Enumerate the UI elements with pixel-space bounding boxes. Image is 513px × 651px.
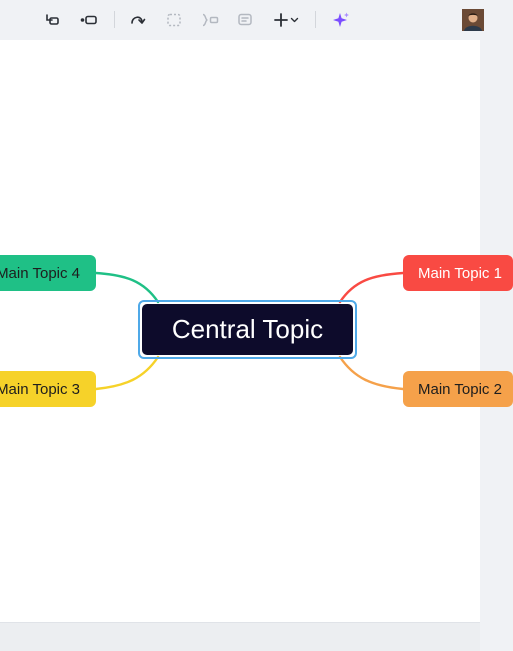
- insert-subtopic-icon[interactable]: [43, 8, 61, 32]
- central-topic[interactable]: Central Topic: [142, 304, 353, 355]
- ai-sparkle-icon[interactable]: [331, 8, 351, 32]
- add-menu-button[interactable]: [272, 8, 302, 32]
- avatar[interactable]: [462, 9, 484, 31]
- boundary-icon[interactable]: [165, 8, 183, 32]
- note-icon[interactable]: [236, 8, 254, 32]
- toolbar-separator: [315, 11, 316, 28]
- connector-topic-2: [338, 355, 405, 391]
- main-topic-3[interactable]: Main Topic 3: [0, 371, 96, 407]
- connector-topic-1: [338, 271, 405, 304]
- main-topic-4[interactable]: Main Topic 4: [0, 255, 96, 291]
- relationship-icon[interactable]: [129, 8, 147, 32]
- connector-topic-3: [94, 355, 160, 391]
- toolbar: [0, 0, 484, 40]
- connector-topic-4: [94, 271, 160, 304]
- bottom-status-bar: [0, 622, 480, 651]
- add-icon: [274, 13, 299, 27]
- central-topic-selection: [138, 300, 357, 359]
- main-topic-2[interactable]: Main Topic 2: [403, 371, 513, 407]
- mind-map-canvas[interactable]: Central Topic Main Topic 1 Main Topic 2 …: [0, 40, 513, 622]
- connector-lines: [94, 271, 405, 391]
- main-topic-1[interactable]: Main Topic 1: [403, 255, 513, 291]
- summary-icon[interactable]: [200, 8, 220, 32]
- insert-topic-icon[interactable]: [79, 8, 99, 32]
- toolbar-separator: [114, 11, 115, 28]
